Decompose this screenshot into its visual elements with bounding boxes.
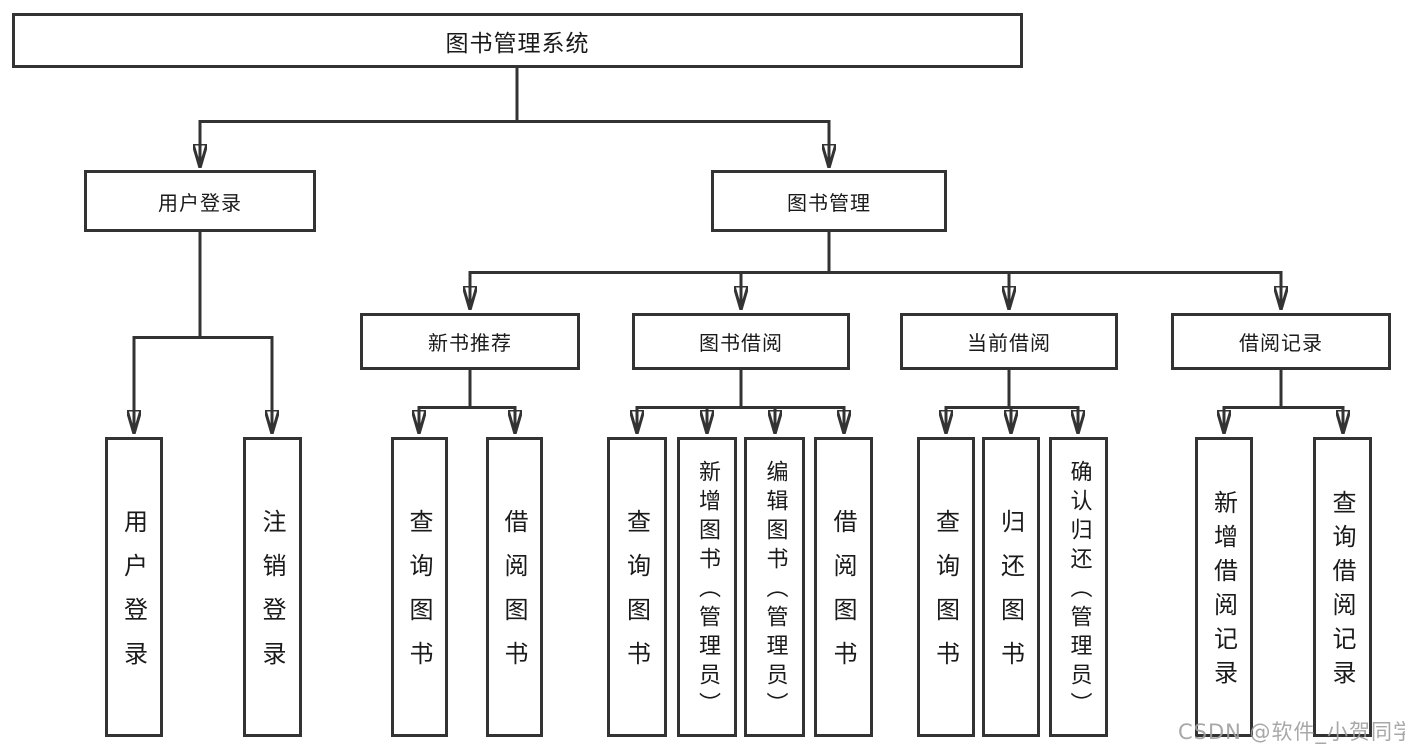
node-leaf-query-books: 查询图书 — [391, 437, 448, 737]
node-leaf-confirm-return-admin: 确认归还（管理员） — [1049, 437, 1108, 737]
node-leaf-add-borrow-record: 新增借阅记录 — [1195, 437, 1253, 737]
node-leaf-add-books-admin: 新增图书（管理员） — [677, 437, 737, 737]
node-leaf-user-login: 用户登录 — [105, 437, 163, 737]
node-new-book-recommendation: 新书推荐 — [360, 313, 580, 370]
node-leaf-query-borrow-record: 查询借阅记录 — [1313, 437, 1372, 737]
node-root-system: 图书管理系统 — [12, 13, 1023, 68]
node-book-management: 图书管理 — [711, 170, 947, 232]
node-leaf-return-books: 归还图书 — [982, 437, 1040, 737]
node-leaf-borrow-books: 借阅图书 — [814, 437, 873, 737]
node-book-borrowing: 图书借阅 — [632, 313, 850, 370]
node-leaf-edit-books-admin: 编辑图书（管理员） — [744, 437, 805, 737]
node-user-login: 用户登录 — [84, 170, 316, 232]
csdn-watermark: CSDN @软件_小贺同学 — [1178, 720, 1405, 744]
node-current-borrowing: 当前借阅 — [900, 313, 1118, 370]
node-leaf-query-books: 查询图书 — [917, 437, 975, 737]
node-borrowing-records: 借阅记录 — [1171, 313, 1391, 370]
node-leaf-borrow-books: 借阅图书 — [486, 437, 543, 737]
node-leaf-query-books: 查询图书 — [607, 437, 667, 737]
node-leaf-logout: 注销登录 — [243, 437, 302, 737]
